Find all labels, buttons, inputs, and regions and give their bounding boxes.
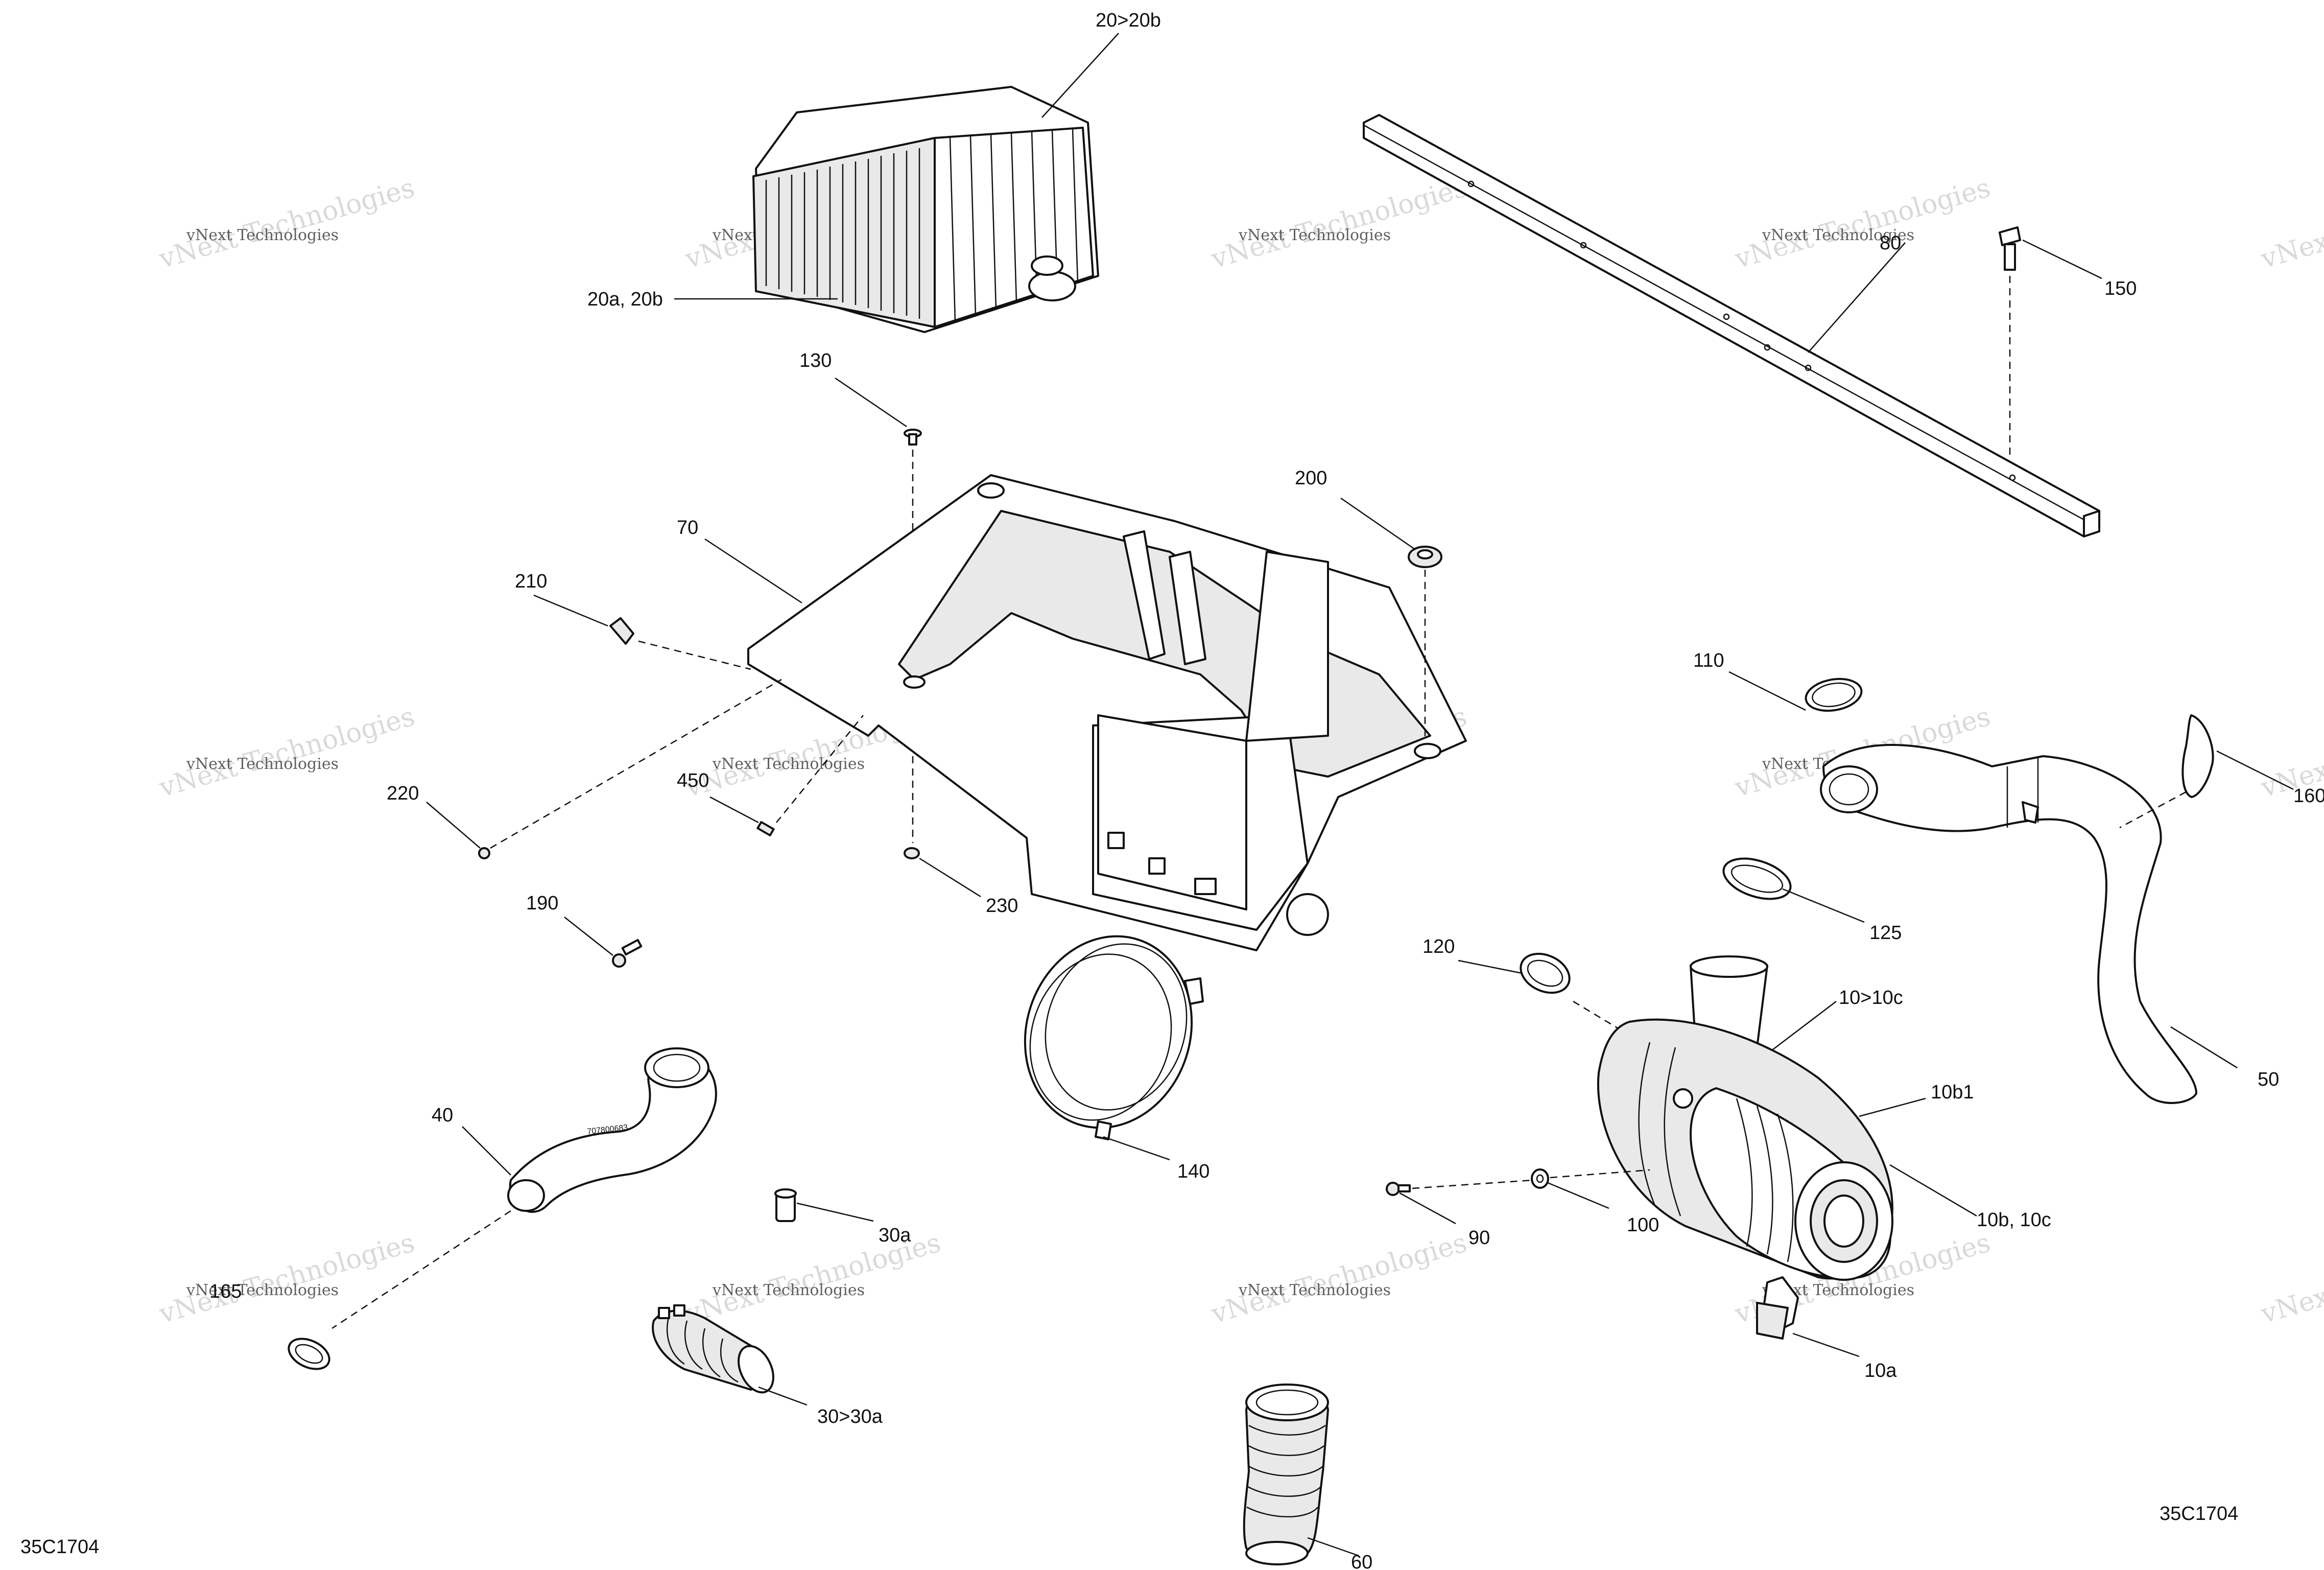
part-165-clamp (288, 1338, 330, 1370)
part-80-bar (1363, 114, 2100, 537)
callout-150: 150 (2104, 278, 2137, 299)
callout-110: 110 (1693, 650, 1724, 671)
watermark-text: vNext Technologies (1762, 226, 1914, 244)
watermark-text-large: vNext Technologies (155, 172, 418, 274)
callout-80: 80 (1880, 232, 1901, 254)
part-100-washer (1531, 1168, 1650, 1189)
part-30a-fitting (774, 1188, 797, 1222)
callout-130: 130 (799, 350, 832, 371)
watermark: vNext Technologies vNext Technologies (155, 172, 418, 274)
part-210-clip (609, 617, 751, 670)
callout-190: 190 (526, 893, 558, 914)
part-30-bellows (652, 1304, 774, 1394)
callout-10a: 10a (1864, 1360, 1897, 1381)
watermark-text: vNext Technologies (1238, 1281, 1391, 1299)
watermark: vNext Technologies vNext Technologies (1731, 172, 1994, 274)
part-20-cooler (752, 86, 1099, 333)
watermark-text: vNext Technologies (712, 755, 865, 773)
callout-50: 50 (2258, 1069, 2279, 1090)
watermark-text: vNext Technologies (1238, 226, 1391, 244)
watermark-text-large: vNext Technologies (1731, 172, 1994, 274)
callout-140: 140 (1177, 1161, 1210, 1182)
part-10-air-filter (1597, 955, 1893, 1340)
watermark: vNext Technologies (2257, 1227, 2324, 1329)
part-70-airbox-tray (747, 474, 1467, 951)
watermark-text: vNext Technologies (712, 1281, 865, 1299)
leader-lines (426, 33, 2294, 1557)
diagram-code-right: 35C1704 (2160, 1503, 2238, 1525)
watermark: vNext Technologies (2257, 172, 2324, 274)
part-220-screw (478, 678, 782, 859)
callout-30a: 30a (879, 1225, 911, 1246)
callout-20-20b: 20>20b (1096, 10, 1161, 31)
part-200-grommet (1408, 546, 1442, 741)
watermark-text: vNext Technologies (186, 755, 339, 773)
callout-70: 70 (677, 517, 698, 538)
part-230-nut (904, 847, 920, 859)
part-190-bolt (612, 939, 643, 968)
callout-10b-10c: 10b, 10c (1977, 1209, 2051, 1231)
callout-60: 60 (1351, 1552, 1372, 1570)
part-110-clamp (1805, 677, 1863, 712)
watermark: vNext Technologies vNext Technologies (155, 701, 418, 803)
watermark-text-large: vNext Technologies (155, 701, 418, 803)
part-125-clamp (1722, 857, 1792, 900)
part-90-screw (1386, 1179, 1533, 1196)
callout-30-30a: 30>30a (817, 1406, 883, 1427)
callout-450: 450 (677, 770, 709, 791)
watermark: vNext Technologies vNext Technologies (1207, 172, 1470, 274)
watermark: vNext Technologies vNext Technologies (1207, 1227, 1470, 1329)
callout-10b1: 10b1 (1931, 1082, 1974, 1103)
callout-230: 230 (986, 895, 1018, 917)
watermark: vNext Technologies vNext Technologies (155, 1227, 418, 1329)
callout-40: 40 (432, 1105, 453, 1126)
callout-labels: 20>20b 20a, 20b 80 150 130 200 70 210 11… (209, 10, 2324, 1570)
cooler-fins (765, 128, 1079, 322)
callout-165: 165 (209, 1281, 242, 1302)
callout-10-10c: 10>10c (1839, 987, 1903, 1009)
callout-20a-20b: 20a, 20b (587, 289, 663, 310)
diagram-code-left: 35C1704 (20, 1536, 99, 1558)
watermark-text-large: vNext Technologies (2257, 172, 2324, 274)
watermark-text-large: vNext Technologies (155, 1227, 418, 1329)
callout-220: 220 (387, 783, 419, 804)
callout-120: 120 (1422, 936, 1455, 957)
callout-100: 100 (1627, 1214, 1659, 1236)
part-50-hose (1820, 744, 2197, 1104)
part-450-screw (756, 715, 864, 837)
part-140-band (1024, 935, 1204, 1140)
watermark-text-large: vNext Technologies (1207, 1227, 1470, 1329)
watermark-text: vNext Technologies (186, 226, 339, 244)
callout-125: 125 (1869, 922, 1902, 944)
watermark-text-large: vNext Technologies (1207, 172, 1470, 274)
part-160-clamp (2119, 714, 2214, 829)
callout-200: 200 (1295, 467, 1327, 489)
watermark-text: vNext Technologies (186, 1281, 339, 1299)
part-40-hose: 707800683 (331, 1047, 717, 1329)
part-150-bolt (1999, 226, 2021, 460)
filter-ribs (1638, 1042, 1794, 1262)
callout-160: 160 (2293, 785, 2324, 807)
callout-210: 210 (515, 571, 547, 592)
part-120-clamp (1520, 952, 1625, 1033)
part-60-bellows (1243, 1384, 1329, 1565)
callout-90: 90 (1468, 1227, 1490, 1249)
watermark-text-large: vNext Technologies (2257, 1227, 2324, 1329)
